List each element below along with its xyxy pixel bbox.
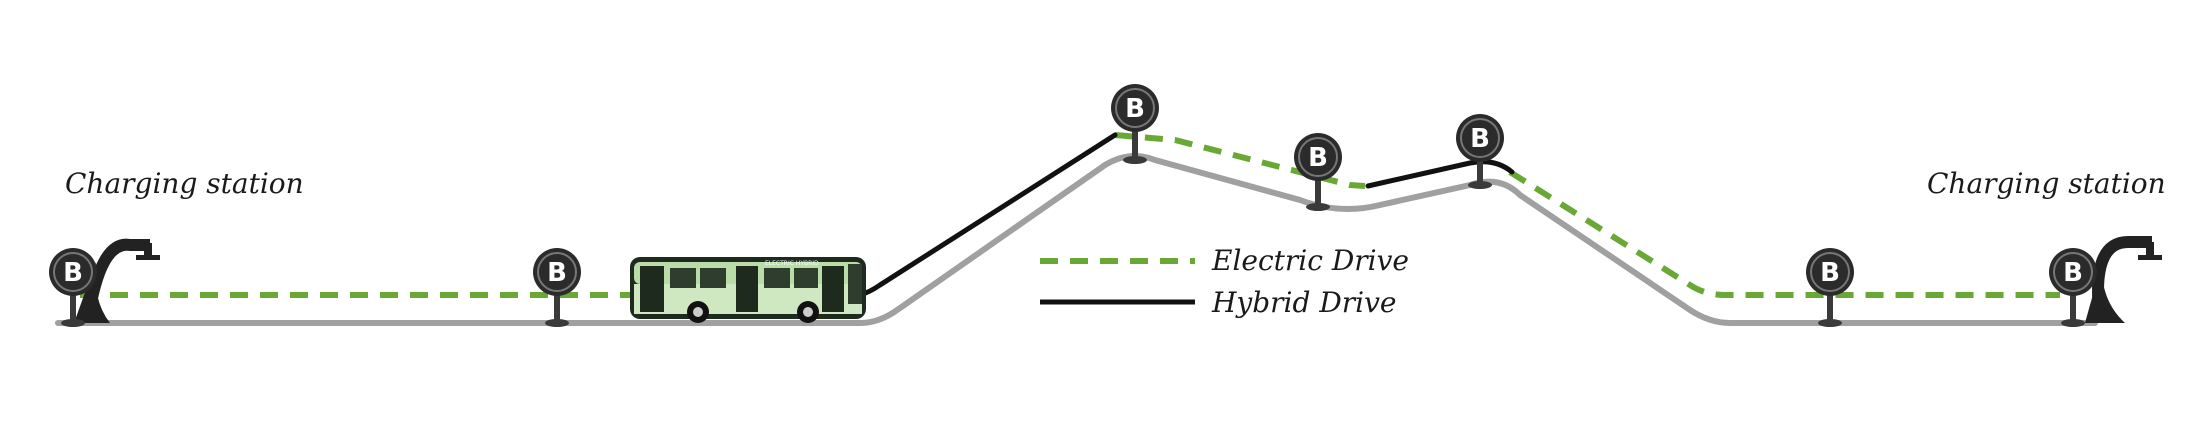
- road-line: [55, 153, 2098, 326]
- bus-stop-marker-5: B: [1806, 248, 1854, 327]
- bus-stop-marker-2: B: [1111, 84, 1159, 164]
- hybrid-drive-segment-1: [857, 132, 1118, 298]
- bus-stop-letter: B: [1470, 124, 1490, 154]
- bus-stops: B B B B B B B: [49, 84, 2097, 327]
- bus-stop-marker-4: B: [1456, 114, 1504, 189]
- bus-stop-letter: B: [63, 258, 83, 288]
- bus-stop-marker-1: B: [533, 248, 581, 327]
- bus-stop-letter: B: [1820, 258, 1840, 288]
- bus-stop-marker-charging-right: B: [2049, 248, 2097, 327]
- bus-icon: ELECTRIC HYBRID: [630, 257, 866, 323]
- electric-drive-segment-3: [1508, 169, 2060, 298]
- legend-hybrid-label: Hybrid Drive: [1211, 286, 1397, 319]
- electric-drive-segment-2: [1114, 132, 1366, 189]
- bus-stop-marker-charging-left: B: [49, 248, 97, 327]
- bus-stop-marker-3: B: [1294, 133, 1342, 211]
- bus-stop-letter: B: [2063, 258, 2083, 288]
- right-charging-station-label: Charging station: [1927, 167, 2166, 200]
- legend: Electric Drive Hybrid Drive: [1040, 244, 1409, 319]
- left-charging-station-icon: [74, 238, 160, 323]
- hybrid-drive-segment-2: [1365, 159, 1515, 189]
- bus-stop-letter: B: [547, 258, 567, 288]
- legend-electric-label: Electric Drive: [1211, 244, 1409, 277]
- right-charging-station-icon: [2085, 236, 2162, 323]
- bus-stop-letter: B: [1125, 94, 1145, 124]
- bus-side-text: ELECTRIC HYBRID: [765, 260, 819, 267]
- left-charging-station-label: Charging station: [65, 167, 304, 200]
- bus-stop-letter: B: [1308, 143, 1328, 173]
